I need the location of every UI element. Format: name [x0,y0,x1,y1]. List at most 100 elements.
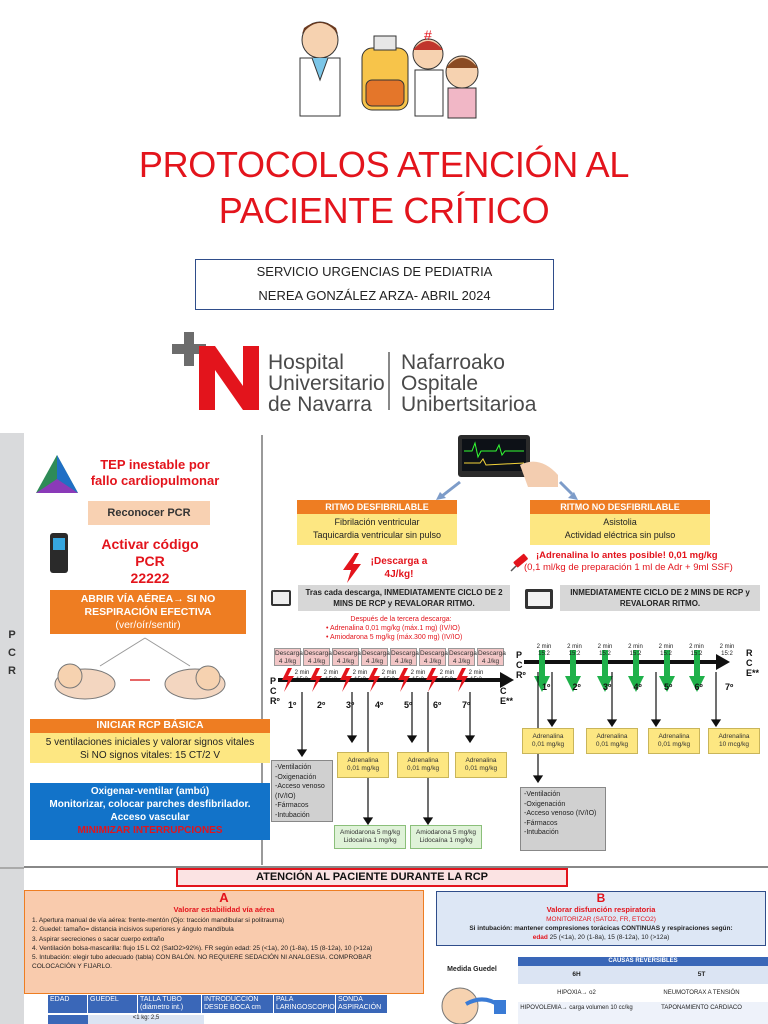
after-third-shock: Después de la tercera descarga: [350,616,452,623]
nonshockable-rhythm-types: Asistolia Actividad eléctrica sin pulso [530,514,710,545]
rcp-basica-body: 5 ventilaciones iniciales y valorar sign… [30,733,270,763]
monitor-illustration [458,435,558,487]
table-row: HIPOVOLEMIA→ carga volumen 10 cc/kg TAPO… [518,1002,768,1024]
causas-reversibles-table: CAUSAS REVERSIBLES 6H 5T HIPOXIA→ o2 NEU… [518,957,768,1024]
cycle-ordinal: 5º [404,700,413,710]
lightning-icon [343,553,361,583]
box-b-monitor: MONITORIZAR (SATO2, FR, ETCO2) [546,916,656,923]
cycle-ordinal: 4º [633,682,642,692]
page-title: PROTOCOLOS ATENCIÓN AL PACIENTE CRÍTICO [0,142,768,234]
sidebar-letter: C [8,647,16,659]
airway-illustration [54,637,226,700]
syringe-icon [510,553,528,572]
causas-title: CAUSAS REVERSIBLES [518,957,768,966]
author-date-label: NEREA GONZÁLEZ ARZA- ABRIL 2024 [258,288,491,303]
cartoon-illustration: # [250,10,502,120]
cycle-ordinal: 7º [462,700,471,710]
info-box: SERVICIO URGENCIAS DE PEDIATRIA NEREA GO… [195,259,554,310]
title-line-1: PROTOCOLOS ATENCIÓN AL [138,144,630,185]
cycle-ordinal: 6º [694,682,703,692]
box-b-intubation: Si intubación: mantener compresiones tor… [469,925,733,932]
shockable-drugs: • Adrenalina 0,01 mg/kg (máx.1 mg) (IV/I… [326,625,463,641]
causas-t-header: 5T [697,971,706,978]
table-header-cell: TALLA TUBO (diámetro int.) [138,995,202,1013]
box-b-rates: edad 25 (<1a), 20 (1-8a), 15 (8-12a), 10… [532,934,670,941]
shockable-interventions: -Ventilación -Oxigenación -Acceso venoso… [271,760,333,822]
cycle-ordinal: 2º [572,682,581,692]
intubation-table-header: EDAD GUEDEL TALLA TUBO (diámetro int.) I… [48,995,388,1013]
cycle-ordinal: 1º [542,682,551,692]
nonshockable-instruction: INMEDIATAMENTE CICLO DE 2 MINS DE RCP y … [560,585,760,611]
cycle-ordinal: 2º [317,700,326,710]
box-b-letter: B [596,891,606,905]
table-row: <1 kg: 2,5 [48,1015,388,1024]
shockable-rhythm-types: Fibrilación ventricular Taquicardia vent… [297,514,457,545]
phone-icon [50,533,68,573]
breathing-box-b: B Valorar disfunción respiratoria MONITO… [436,891,766,946]
sidebar-letter: P [8,629,16,641]
shockable-rhythm-title: RITMO DESFIBRILABLE [297,500,457,514]
tep-triangle-icon [36,455,78,493]
rcp-basica-header: INICIAR RCP BÁSICA [30,719,270,733]
nonshockable-interventions: -Ventilación -Oxigenación -Acceso venoso… [520,787,606,851]
plus-logo-icon [172,332,206,366]
hospital-name-es: Hospital Universitario de Navarra [268,351,385,416]
department-label: SERVICIO URGENCIAS DE PEDIATRIA [256,264,493,279]
tablet-icon [271,590,291,606]
n-logo-icon [199,346,259,410]
cycle-ordinal: 3º [346,700,355,710]
sidebar-letter: R [8,665,16,677]
box-b-title: Valorar disfunción respiratoria [546,905,656,914]
guedel-label: Medida Guedel [447,966,497,973]
shockable-timeline [278,668,514,692]
table-header-cell: SONDA ASPIRACIÓN [336,995,388,1013]
airway-box-a: A Valorar estabilidad vía aérea 1. Apert… [24,890,424,994]
nonshockable-drops [532,672,722,784]
table-header-cell: EDAD [48,995,88,1013]
svg-text:#: # [424,27,432,43]
cycle-ordinal: 3º [603,682,612,692]
title-line-2: PACIENTE CRÍTICO [218,190,550,231]
rce-axis-label: R C E** [746,648,760,678]
nonshockable-rhythm-title: RITMO NO DESFIBRILABLE [530,500,710,514]
table-header-cell: PALA LARINGOSCOPIO [274,995,336,1013]
box-a-letter: A [219,890,229,905]
rce-axis-label: R C E** [500,676,514,706]
adrenalina-asap: ¡Adrenalina lo antes posible! 0,01 mg/kg… [524,550,733,573]
activar-codigo-box: Activar código PCR 22222 [101,536,199,586]
cycle-ordinal: 5º [664,682,673,692]
reconocer-pcr-box: Reconocer PCR [88,501,210,525]
cycle-ordinal: 1º [288,700,297,710]
cycle-ordinal: 7º [725,682,734,692]
descarga-label: ¡Descarga a 4J/kg! [370,556,428,580]
shockable-drops [296,692,476,826]
box-a-items: 1. Apertura manual de vía aérea: frente-… [32,917,373,971]
pcr-axis-label: P C Rº [270,676,280,706]
section-separator [24,866,768,868]
shockable-instruction: Tras cada descarga, INMEDIATAMENTE CICLO… [298,585,510,611]
pcr-axis-label: P C Rº [516,650,526,680]
table-header-cell: GUEDEL [88,995,138,1013]
flow-arrows [436,480,578,500]
abrir-via-aerea-box: ABRIR VÍA AÉREA→ SI NO RESPIRACIÓN EFECT… [50,590,246,634]
box-a-title: Valorar estabilidad vía aérea [173,905,275,914]
causas-h-header: 6H [572,971,581,978]
